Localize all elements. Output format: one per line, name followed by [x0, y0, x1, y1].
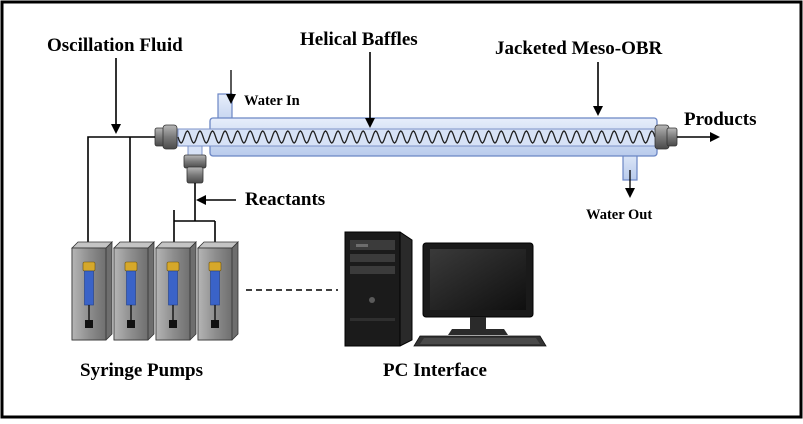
label-products: Products	[684, 109, 757, 130]
reactor-right-fitting	[654, 124, 678, 150]
label-helical-baffles: Helical Baffles	[300, 29, 418, 50]
syringe-pump-icon	[71, 241, 239, 341]
syringe-cap	[208, 261, 222, 272]
connection-lines	[87, 52, 720, 291]
syringe-barrel	[210, 270, 220, 306]
label-water-in: Water In	[244, 93, 300, 109]
oscillation-line	[87, 136, 155, 256]
syringe-barrel	[126, 270, 136, 306]
label-oscillation-fluid: Oscillation Fluid	[47, 35, 183, 56]
syringe-plunger-head	[85, 320, 93, 328]
syringe-cap	[124, 261, 138, 272]
label-water-out: Water Out	[586, 207, 653, 223]
label-syringe-pumps: Syringe Pumps	[80, 360, 203, 381]
reactor-left-fitting	[154, 124, 178, 150]
reactant-inlet-fitting	[183, 145, 207, 184]
syringe-cap	[166, 261, 180, 272]
label-jacketed-meso-obr: Jacketed Meso-OBR	[495, 38, 663, 59]
label-reactants: Reactants	[245, 189, 326, 210]
syringe-pump	[155, 241, 197, 341]
label-pc-interface: PC Interface	[383, 360, 487, 381]
jacketed-reactor-icon	[154, 93, 678, 184]
syringe-pump	[71, 241, 113, 341]
helical-baffle-icon	[177, 130, 656, 144]
syringe-plunger-head	[127, 320, 135, 328]
monitor-icon	[413, 242, 547, 347]
desktop-computer-icon	[344, 231, 413, 347]
syringe-plunger-head	[169, 320, 177, 328]
syringe-plunger-head	[211, 320, 219, 328]
syringe-barrel	[84, 270, 94, 306]
syringe-pump	[113, 241, 155, 341]
syringe-cap	[82, 261, 96, 272]
syringe-barrel	[168, 270, 178, 306]
syringe-pump	[197, 241, 239, 341]
